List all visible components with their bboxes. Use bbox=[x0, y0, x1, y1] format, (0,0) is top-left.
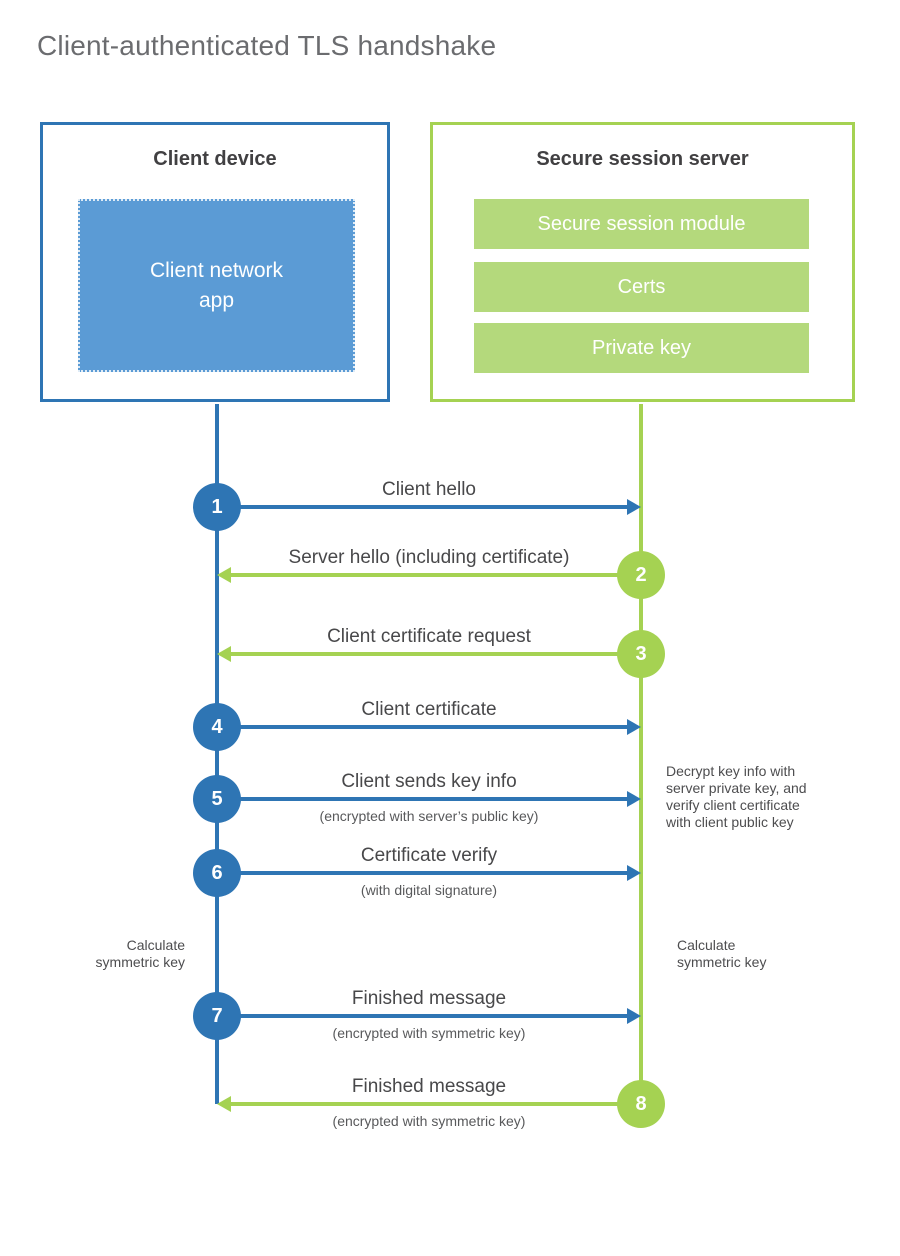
step-number-badge: 8 bbox=[617, 1080, 665, 1128]
arrow-head-left-icon bbox=[217, 1096, 231, 1112]
server-module-secure-session: Secure session module bbox=[474, 199, 809, 249]
step-number-badge: 6 bbox=[193, 849, 241, 897]
arrow-head-left-icon bbox=[217, 567, 231, 583]
step-number-badge: 5 bbox=[193, 775, 241, 823]
arrow-head-right-icon bbox=[627, 719, 641, 735]
arrow-sublabel: (with digital signature) bbox=[360, 882, 498, 898]
arrow-label: Finished message bbox=[351, 988, 507, 1009]
client-calculate-note: Calculate symmetric key bbox=[95, 937, 185, 970]
arrow-label: Client sends key info bbox=[341, 771, 517, 792]
arrow-line bbox=[217, 505, 627, 509]
client-network-app-box: Client network app bbox=[78, 199, 355, 372]
arrow-head-left-icon bbox=[217, 646, 231, 662]
arrow-line bbox=[217, 725, 627, 729]
page-title: Client-authenticated TLS handshake bbox=[37, 30, 497, 61]
step-number-badge: 4 bbox=[193, 703, 241, 751]
arrow-line bbox=[231, 1102, 641, 1106]
arrow-label: Client certificate request bbox=[327, 626, 531, 647]
arrow-label: Finished message bbox=[351, 1076, 507, 1097]
arrow-label: Certificate verify bbox=[360, 845, 498, 866]
arrow-label: Client hello bbox=[382, 479, 476, 500]
server-module-certs: Certs bbox=[474, 262, 809, 312]
server-decrypt-note: Decrypt key info with server private key… bbox=[666, 763, 807, 830]
secure-session-server-title: Secure session server bbox=[536, 148, 749, 170]
server-calculate-note: Calculate symmetric key bbox=[677, 937, 767, 970]
server-lifeline bbox=[639, 404, 643, 1104]
step-number-badge: 2 bbox=[617, 551, 665, 599]
step-number-badge: 7 bbox=[193, 992, 241, 1040]
arrow-sublabel: (encrypted with symmetric key) bbox=[332, 1025, 526, 1041]
arrow-label: Client certificate bbox=[361, 699, 497, 720]
arrow-line bbox=[217, 1014, 627, 1018]
arrow-head-right-icon bbox=[627, 499, 641, 515]
client-lifeline bbox=[215, 404, 219, 1104]
arrow-line bbox=[217, 797, 627, 801]
arrow-head-right-icon bbox=[627, 865, 641, 881]
arrow-head-right-icon bbox=[627, 1008, 641, 1024]
arrow-head-right-icon bbox=[627, 791, 641, 807]
arrow-line bbox=[217, 871, 627, 875]
step-number-badge: 1 bbox=[193, 483, 241, 531]
client-device-title: Client device bbox=[153, 148, 277, 170]
arrow-sublabel: (encrypted with server’s public key) bbox=[319, 808, 539, 824]
arrow-label: Server hello (including certificate) bbox=[288, 547, 570, 568]
server-module-private-key: Private key bbox=[474, 323, 809, 373]
arrow-line bbox=[231, 652, 641, 656]
step-number-badge: 3 bbox=[617, 630, 665, 678]
arrow-line bbox=[231, 573, 641, 577]
arrow-sublabel: (encrypted with symmetric key) bbox=[332, 1113, 526, 1129]
